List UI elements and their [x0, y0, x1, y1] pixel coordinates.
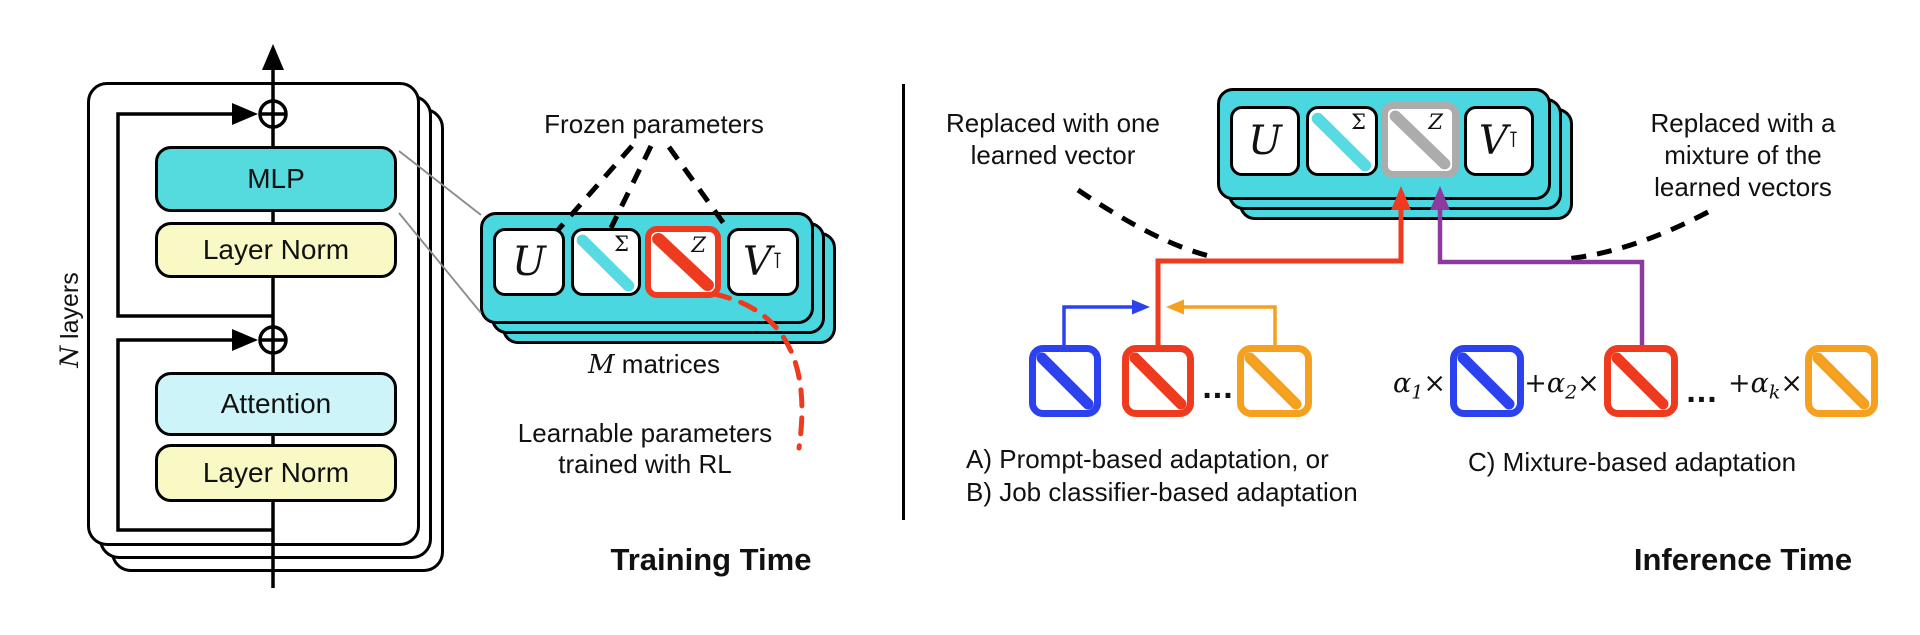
replaced-mix-line-2: mixture of the	[1664, 140, 1822, 170]
sigma-label-inference: Σ	[1351, 110, 1366, 134]
alpha1-times: ×	[1423, 368, 1446, 399]
adaptation-a-line: A) Prompt-based adaptation, or	[966, 444, 1329, 474]
alpha2-subscript: 2	[1565, 381, 1578, 404]
replaced-mix-line-1: Replaced with a	[1650, 108, 1836, 138]
matrix-sigma-inference: Σ	[1306, 106, 1378, 176]
m-matrices-label: M matrices	[544, 348, 764, 381]
z-stripe-icon	[652, 233, 714, 291]
alphak-subscript: k	[1768, 381, 1781, 404]
sigma-stripe-inference-icon	[1311, 112, 1372, 172]
replaced-one-label: Replaced with one learned vector	[903, 107, 1203, 171]
learnable-line-2: trained with RL	[558, 449, 732, 479]
matrix-sigma-training: Σ	[571, 228, 641, 296]
learnable-parameters-label: Learnable parameters trained with RL	[495, 418, 795, 480]
alphak-symbol: +α	[1728, 368, 1769, 399]
adaptation-c-caption: C) Mixture-based adaptation	[1468, 447, 1797, 477]
replaced-mix-dashed-curve-icon	[1565, 209, 1710, 262]
mixture-vector-red	[1604, 345, 1678, 417]
blue-selector-arrow-icon	[1062, 299, 1150, 346]
frozen-parameters-label: Frozen parameters	[544, 109, 764, 139]
matrix-vt-training: V⊺	[727, 228, 799, 296]
u-label: U	[512, 239, 546, 285]
layer-norm-top-block: Layer Norm	[155, 222, 397, 278]
layer-norm-bottom-label: Layer Norm	[202, 457, 350, 488]
mixture-vector-orange	[1805, 345, 1878, 417]
inference-time-label: Inference Time	[1633, 542, 1853, 577]
learned-vector-red	[1122, 345, 1194, 417]
alpha2-times: ×	[1577, 368, 1600, 399]
n-variable: N	[55, 345, 84, 368]
adaptation-b-line: B) Job classifier-based adaptation	[966, 477, 1358, 507]
matrix-u-inference: U	[1230, 106, 1300, 176]
m-matrices-text: matrices	[614, 349, 721, 379]
matrix-z-replaced: Z	[1381, 102, 1459, 178]
adaptation-ab-caption: A) Prompt-based adaptation, or B) Job cl…	[966, 443, 1426, 509]
learned-vector-orange	[1237, 345, 1312, 417]
v-label-inference: V	[1478, 118, 1508, 164]
mlp-block: MLP	[155, 146, 397, 212]
orange-selector-arrow-icon	[1166, 299, 1277, 346]
mlp-label: MLP	[247, 163, 305, 194]
mixture-orange-stripe-icon	[1812, 352, 1870, 410]
z-label: Z	[691, 233, 706, 257]
attention-label: Attention	[220, 388, 332, 419]
sigma-stripe-icon	[576, 234, 635, 292]
matrix-z-learnable: Z	[645, 226, 721, 298]
mixture-red-stripe-icon	[1611, 352, 1669, 410]
alphak-times: ×	[1780, 368, 1803, 399]
learnable-line-1: Learnable parameters	[517, 418, 773, 448]
z-label-inference: Z	[1428, 110, 1443, 134]
learned-vector-blue	[1029, 345, 1101, 417]
ellipsis-row-a: ...	[1202, 368, 1234, 406]
replaced-one-line-2: learned vector	[970, 140, 1136, 170]
alpha1-symbol: α	[1393, 368, 1412, 399]
m-variable: M	[587, 350, 615, 380]
replaced-one-line-1: Replaced with one	[946, 108, 1160, 138]
alpha2-coefficient: +α2×	[1522, 368, 1602, 403]
blue-stripe-icon	[1036, 352, 1094, 410]
mixture-vector-blue	[1450, 345, 1524, 417]
section-divider	[902, 84, 905, 520]
red-stripe-icon	[1129, 352, 1187, 410]
layer-norm-top-label: Layer Norm	[202, 234, 350, 265]
alpha1-coefficient: α1×	[1380, 368, 1446, 403]
replaced-one-dashed-curve-icon	[1076, 187, 1214, 260]
replaced-mix-line-3: learned vectors	[1654, 172, 1832, 202]
ellipsis-row-c: ...	[1686, 372, 1718, 410]
training-time-label: Training Time	[610, 542, 812, 577]
alpha2-symbol: +α	[1524, 368, 1566, 399]
layer-norm-bottom-block: Layer Norm	[155, 444, 397, 502]
u-label-inference: U	[1248, 118, 1282, 164]
alphak-coefficient: +αk×	[1728, 368, 1803, 404]
z-gray-stripe-icon	[1389, 110, 1451, 170]
attention-block: Attention	[155, 372, 397, 436]
n-layers-label: N layers	[54, 245, 84, 395]
v-label: V	[742, 239, 772, 285]
matrix-vt-inference: V⊺	[1464, 106, 1534, 176]
orange-stripe-icon	[1244, 352, 1302, 410]
matrix-u-training: U	[493, 228, 565, 296]
alpha1-subscript: 1	[1411, 381, 1424, 404]
mixture-blue-stripe-icon	[1457, 352, 1515, 410]
sigma-label: Σ	[614, 232, 629, 256]
n-layers-text: layers	[56, 272, 84, 346]
replaced-mixture-label: Replaced with a mixture of the learned v…	[1593, 107, 1893, 203]
